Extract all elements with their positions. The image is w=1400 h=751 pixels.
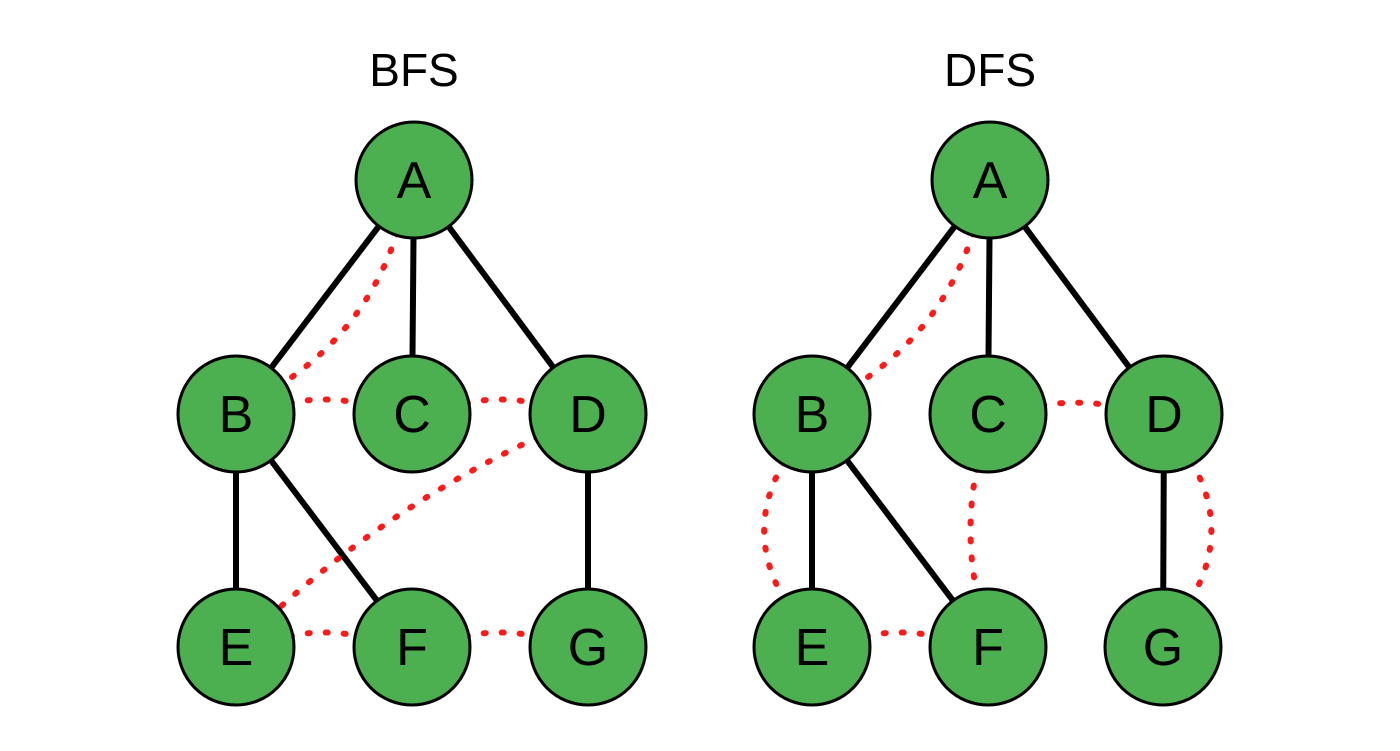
node-label-bfs-B: B (219, 386, 254, 444)
edge-solid-bfs-AB (267, 222, 383, 372)
node-label-dfs-D: D (1145, 386, 1183, 444)
node-label-dfs-C: C (969, 386, 1007, 444)
edge-solid-bfs-AD (445, 223, 557, 371)
edge-solid-bfs-BF (267, 456, 381, 605)
node-circle-dfs-C[interactable] (928, 354, 1048, 474)
node-circle-bfs-A[interactable] (354, 120, 474, 240)
solid-edge-layer-dfs (809, 222, 1167, 605)
node-circle-dfs-B[interactable] (752, 354, 872, 474)
node-label-dfs-B: B (795, 386, 830, 444)
graph-node-dfs-A[interactable]: A (930, 120, 1050, 240)
node-label-bfs-C: C (393, 386, 431, 444)
node-label-bfs-A: A (397, 152, 432, 210)
edge-dashed-dfs-DG (1187, 458, 1215, 603)
dashed-edge-layer-dfs (761, 229, 1215, 639)
node-label-dfs-A: A (973, 152, 1008, 210)
edge-dashed-bfs-CD (462, 396, 538, 406)
edge-solid-dfs-AD (1021, 223, 1133, 371)
node-label-dfs-G: G (1143, 619, 1183, 677)
edge-dashed-dfs-AB (854, 229, 977, 387)
node-circle-bfs-E[interactable] (176, 587, 296, 707)
node-circle-bfs-G[interactable] (528, 587, 648, 707)
graph-panel-dfs: A B C D E F G DFS (752, 44, 1224, 707)
graph-node-bfs-E[interactable]: E (176, 587, 296, 707)
edge-dashed-bfs-EF (286, 629, 362, 639)
edge-dashed-dfs-EF (862, 629, 938, 639)
node-label-bfs-D: D (569, 386, 607, 444)
dashed-edge-layer-bfs (273, 229, 542, 639)
edge-dashed-bfs-DE (273, 434, 542, 614)
solid-edge-layer-bfs (233, 222, 591, 605)
node-layer-bfs: A B C D E F G (176, 120, 648, 707)
graph-node-dfs-D[interactable]: D (1104, 354, 1224, 474)
panel-title-bfs: BFS (369, 44, 458, 96)
edge-dashed-bfs-FG (462, 629, 538, 639)
node-circle-bfs-C[interactable] (352, 354, 472, 474)
edge-solid-dfs-BF (843, 456, 957, 605)
graph-node-dfs-F[interactable]: F (928, 587, 1048, 707)
edge-dashed-dfs-BE (761, 458, 788, 603)
node-circle-dfs-E[interactable] (752, 587, 872, 707)
node-label-dfs-F: F (972, 619, 1004, 677)
graph-node-bfs-B[interactable]: B (176, 354, 296, 474)
node-circle-dfs-F[interactable] (928, 587, 1048, 707)
panel-title-dfs: DFS (944, 44, 1036, 96)
node-circle-dfs-G[interactable] (1103, 587, 1223, 707)
edge-dashed-bfs-AB (278, 229, 401, 387)
edge-solid-dfs-AC (985, 235, 993, 359)
graph-node-dfs-G[interactable]: G (1103, 587, 1223, 707)
graph-node-bfs-A[interactable]: A (354, 120, 474, 240)
edge-solid-bfs-AC (409, 235, 417, 359)
edge-dashed-dfs-CF (967, 464, 980, 597)
node-label-bfs-F: F (396, 619, 428, 677)
graph-node-bfs-D[interactable]: D (528, 354, 648, 474)
node-circle-dfs-D[interactable] (1104, 354, 1224, 474)
graph-node-bfs-C[interactable]: C (352, 354, 472, 474)
edge-dashed-dfs-CD (1039, 399, 1113, 409)
graph-node-bfs-F[interactable]: F (352, 587, 472, 707)
graph-panel-bfs: A B C D E F G BFS (176, 44, 648, 707)
node-layer-dfs: A B C D E F G (752, 120, 1224, 707)
node-label-bfs-E: E (219, 619, 254, 677)
graph-node-bfs-G[interactable]: G (528, 587, 648, 707)
graph-node-dfs-C[interactable]: C (928, 354, 1048, 474)
node-circle-bfs-D[interactable] (528, 354, 648, 474)
node-label-dfs-E: E (795, 619, 830, 677)
node-circle-bfs-F[interactable] (352, 587, 472, 707)
graph-node-dfs-E[interactable]: E (752, 587, 872, 707)
graph-node-dfs-B[interactable]: B (752, 354, 872, 474)
edge-dashed-bfs-BC (286, 396, 362, 406)
node-circle-bfs-B[interactable] (176, 354, 296, 474)
node-circle-dfs-A[interactable] (930, 120, 1050, 240)
node-label-bfs-G: G (568, 619, 608, 677)
edge-solid-dfs-DG (1160, 469, 1167, 592)
edge-solid-dfs-AB (843, 222, 959, 372)
